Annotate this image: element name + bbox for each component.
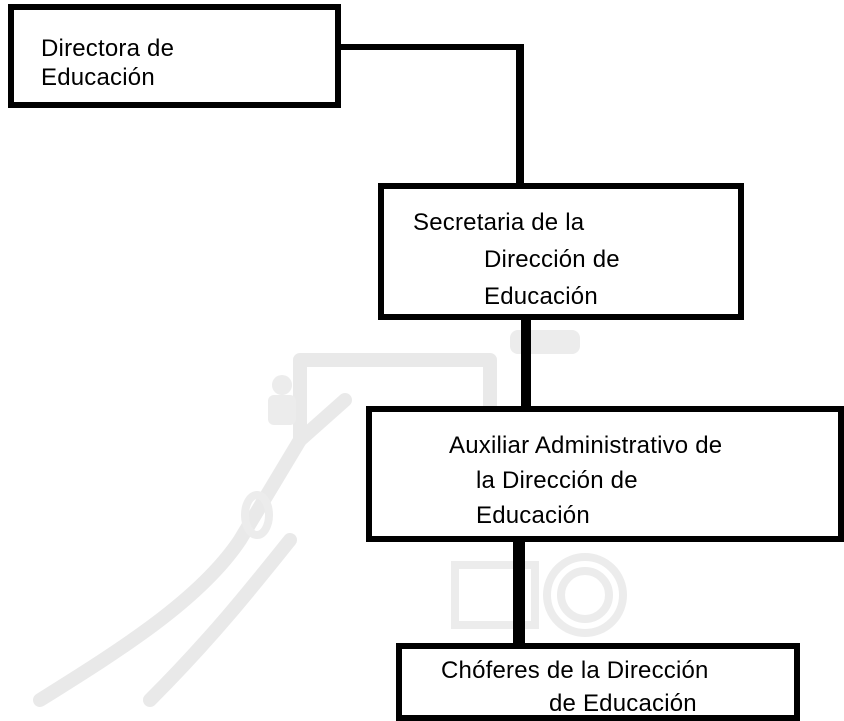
node-drivers-line-1: Chóferes de la Dirección bbox=[441, 657, 709, 684]
connector-secretary-assistant bbox=[521, 300, 531, 412]
connector-assistant-drivers bbox=[513, 537, 525, 649]
node-director bbox=[8, 4, 341, 108]
connector-director-vertical bbox=[516, 44, 524, 189]
node-assistant-line-3: Educación bbox=[476, 502, 590, 529]
connector-director-horizontal bbox=[334, 44, 524, 50]
node-drivers bbox=[396, 643, 800, 721]
node-director-line-2: Educación bbox=[41, 64, 155, 91]
node-drivers-line-2: de Educación bbox=[549, 690, 697, 717]
node-secretary-line-1: Secretaria de la bbox=[413, 209, 585, 236]
node-assistant-line-2: la Dirección de bbox=[476, 467, 638, 494]
node-assistant-line-1: Auxiliar Administrativo de bbox=[449, 432, 723, 459]
node-secretary-line-2: Dirección de bbox=[484, 246, 620, 273]
node-assistant bbox=[366, 406, 844, 542]
node-secretary bbox=[378, 183, 744, 320]
node-director-line-1: Directora de bbox=[41, 35, 175, 62]
node-secretary-line-3: Educación bbox=[484, 283, 598, 310]
